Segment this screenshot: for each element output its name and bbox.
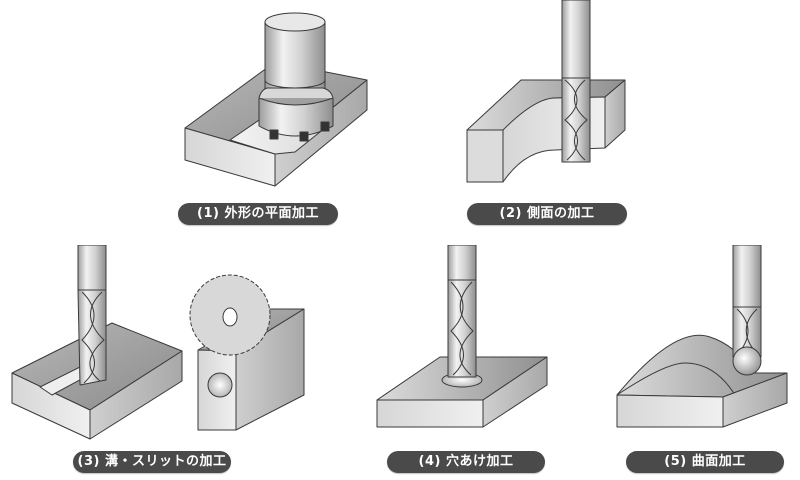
workpiece-side: [482, 356, 548, 428]
workpiece-side: [722, 372, 788, 428]
panel-3-label: (3) 溝・スリットの加工: [73, 451, 231, 473]
insert-2: [299, 131, 309, 142]
panel-5-label: (5) 曲面加工: [626, 451, 784, 473]
end-mill-shank: [561, 0, 591, 79]
end-mill-flutes: [447, 279, 477, 378]
slot-block-side: [89, 350, 183, 440]
panel-1-face-milling-figure: [175, 0, 375, 190]
panel-3-groove-slit-figure: [0, 245, 320, 445]
slit-block-side: [235, 308, 305, 431]
saw-bore-hole: [222, 307, 238, 327]
insert-3: [320, 121, 330, 132]
ball-end-mill-flutes: [732, 306, 762, 358]
end-mill-shank: [77, 245, 107, 291]
spindle-cylinder: [264, 21, 326, 97]
end-mill-shank: [447, 245, 477, 281]
workpiece-side: [604, 79, 626, 149]
insert-1: [269, 129, 279, 140]
end-mill-flutes: [561, 77, 591, 163]
panel-1-label: (1) 外形の平面加工: [178, 203, 338, 225]
slit-hole: [207, 372, 233, 398]
panel-5-curved-surface-figure: [605, 245, 800, 435]
workpiece-front: [466, 129, 504, 183]
workpiece-front: [376, 399, 484, 428]
panel-2-label: (2) 側面の加工: [467, 203, 627, 225]
end-mill-flutes: [77, 289, 107, 386]
panel-4-label: (4) 穴あけ加工: [387, 451, 545, 473]
spindle-top: [264, 12, 326, 32]
panel-4-drilling-figure: [365, 245, 565, 435]
ball-end-tip: [732, 346, 762, 376]
ball-end-mill-shank: [732, 245, 762, 308]
workpiece-side: [274, 79, 368, 187]
panel-2-side-milling-figure: [455, 0, 635, 190]
workpiece-front: [616, 394, 724, 428]
